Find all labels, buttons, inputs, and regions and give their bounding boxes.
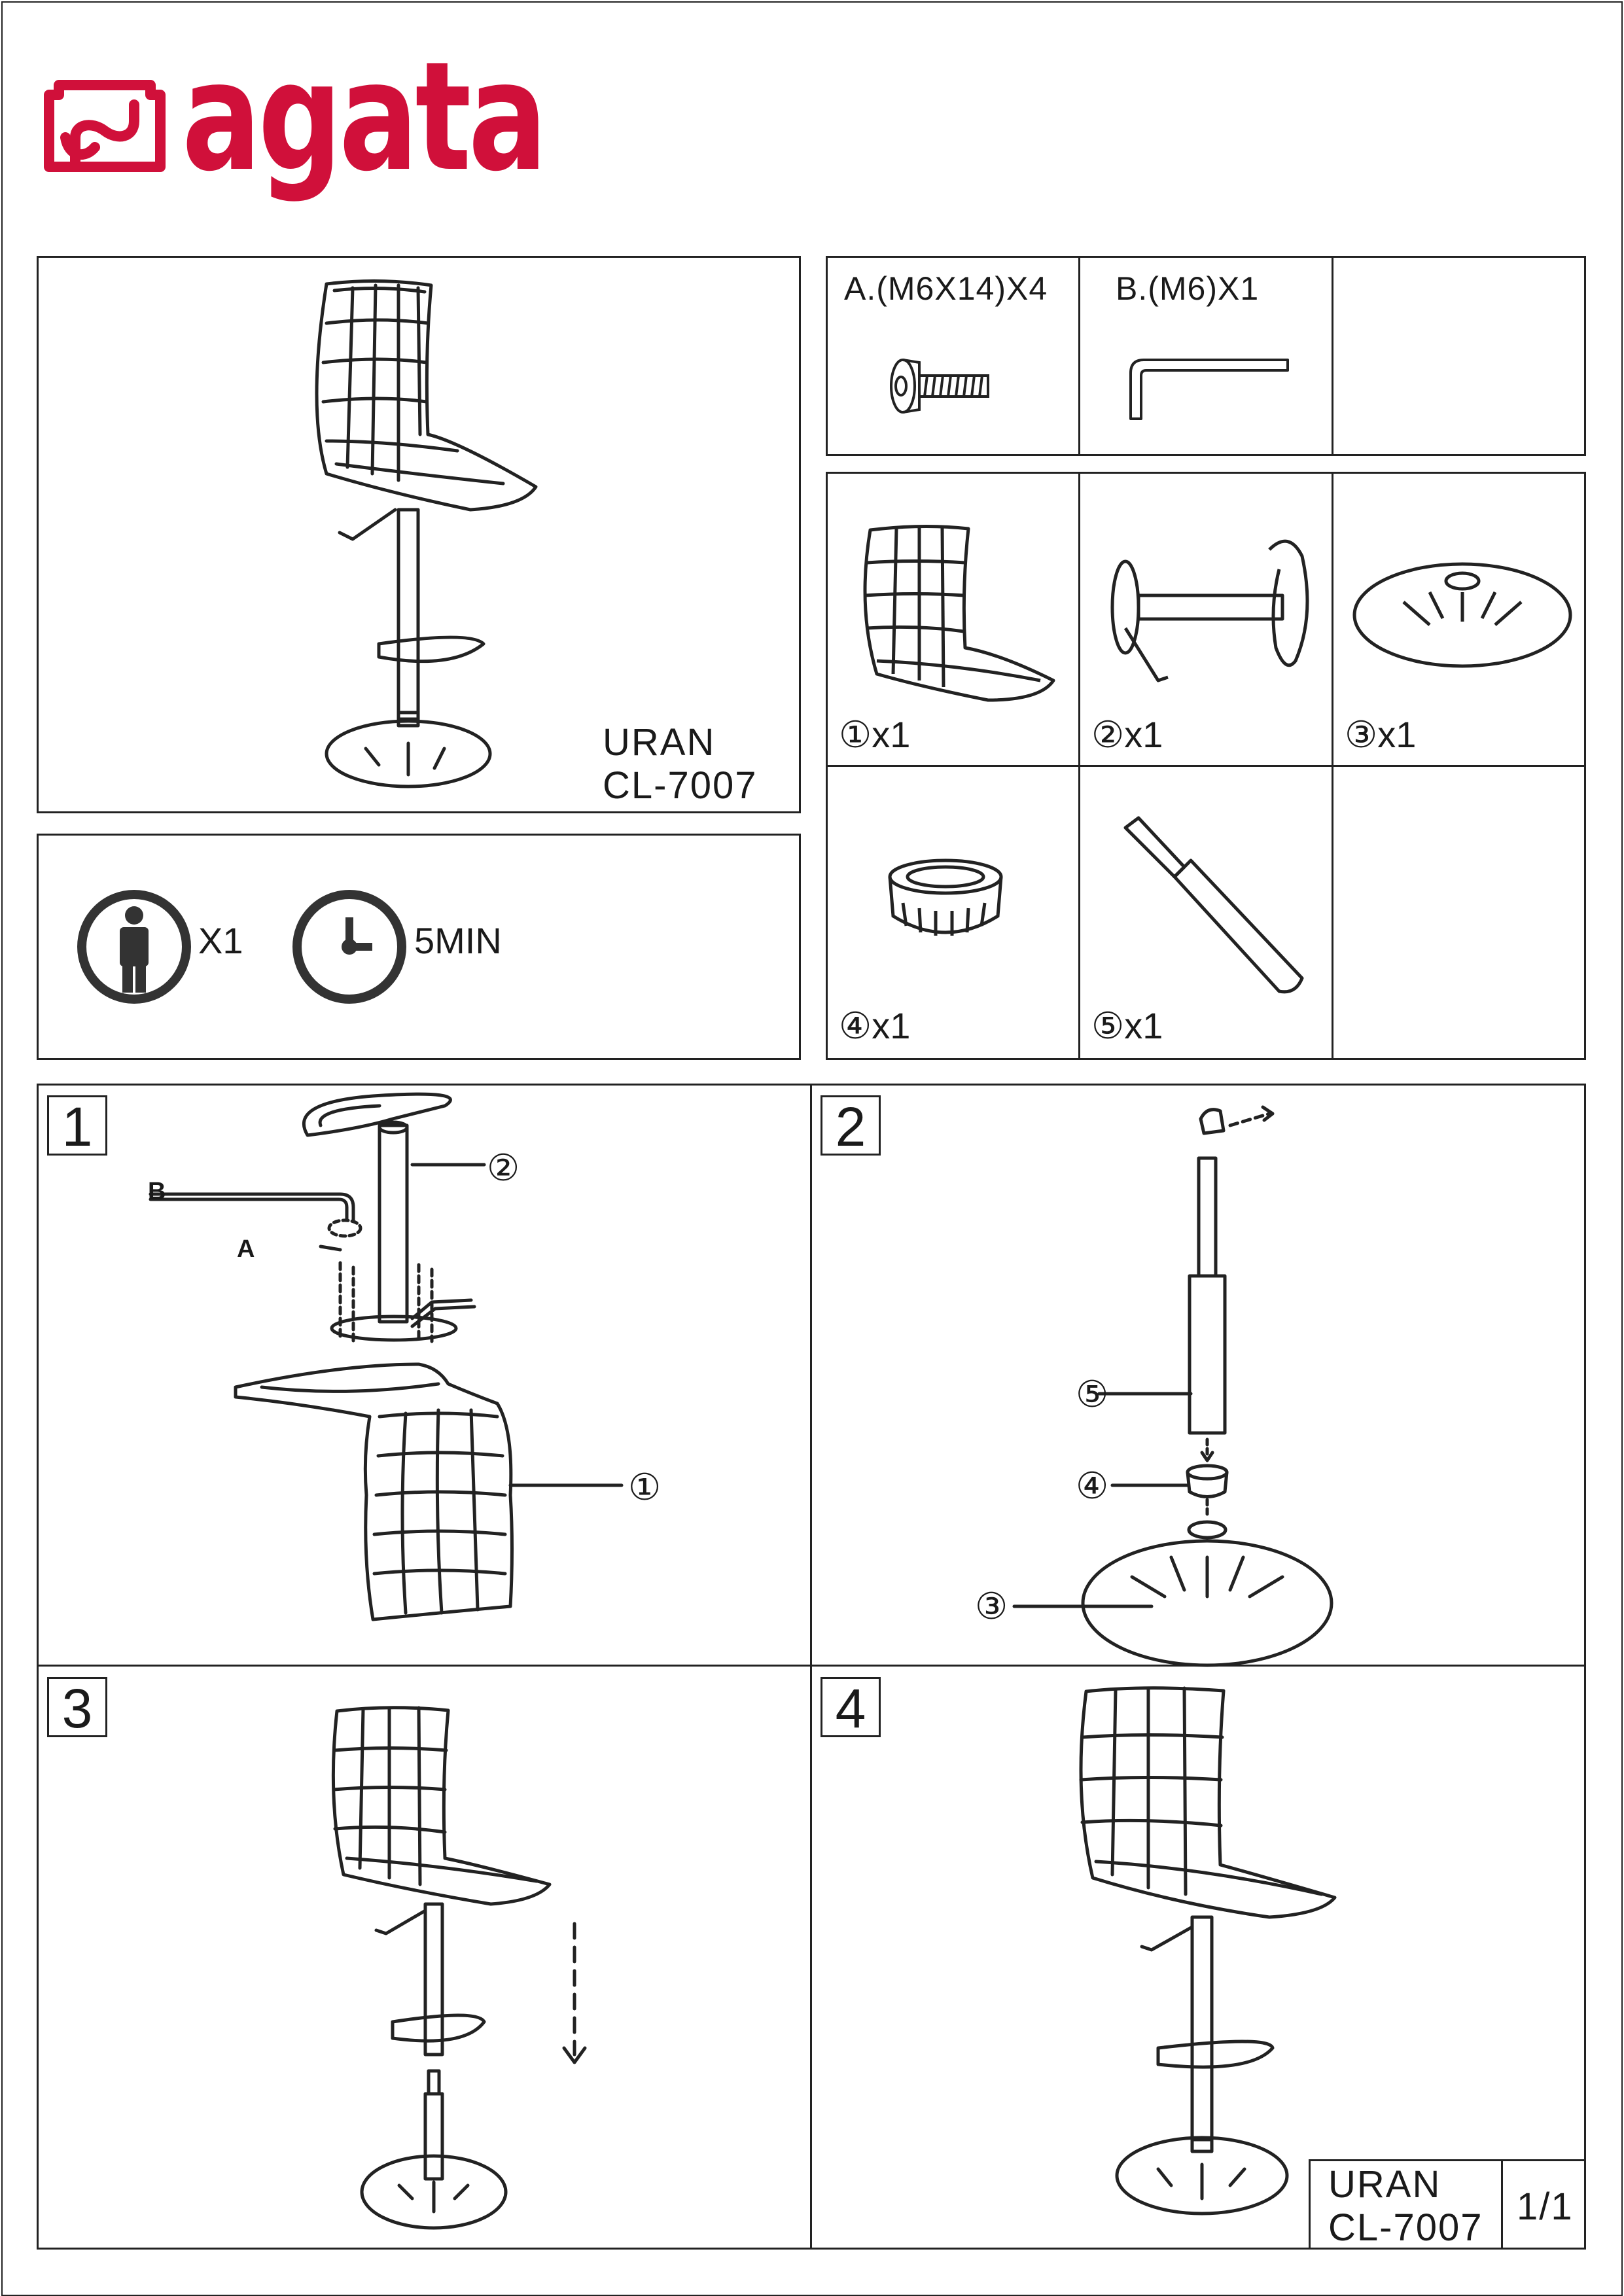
- clock-icon: [292, 890, 406, 1004]
- gas-lift-icon: [1123, 816, 1304, 994]
- seat-mechanism-icon: [1110, 539, 1309, 682]
- step-3-illustration: [331, 1706, 587, 2230]
- base-plate-icon: [1352, 562, 1572, 668]
- product-name: URAN: [603, 721, 716, 764]
- footer-model-box: [1309, 2159, 1586, 2250]
- step-2-number: 2: [821, 1095, 881, 1156]
- hardware-table: [826, 256, 1586, 456]
- step-3-number: 3: [47, 1677, 107, 1738]
- brand-name: agata: [182, 30, 548, 205]
- callout-a: A: [237, 1235, 255, 1263]
- divider: [37, 1665, 1586, 1667]
- assembly-time: 5MIN: [414, 920, 502, 961]
- bar-stool-icon: [315, 279, 538, 788]
- step-4-number: 4: [821, 1677, 881, 1738]
- step-2-illustration: [1012, 1105, 1333, 1667]
- step-4-illustration: [1079, 1686, 1337, 2216]
- callout-part-3: ③: [975, 1585, 1008, 1627]
- footer-product-name: URAN: [1328, 2163, 1441, 2206]
- hardware-b-label: B.(M6)X1: [1116, 270, 1260, 307]
- part-1-qty: ①x1: [839, 714, 911, 755]
- divider: [1078, 256, 1080, 456]
- hardware-a-label: A.(M6X14)X4: [844, 270, 1048, 307]
- persons-count: X1: [198, 920, 243, 961]
- divider: [826, 765, 1586, 767]
- product-code: CL-7007: [603, 764, 758, 807]
- part-5-qty: ⑤x1: [1091, 1005, 1163, 1046]
- step-1-illustration: [149, 1092, 624, 1621]
- callout-part-5: ⑤: [1076, 1373, 1109, 1415]
- footer-product-code: CL-7007: [1328, 2206, 1483, 2249]
- callout-b: B: [148, 1178, 166, 1205]
- callout-part-4: ④: [1076, 1465, 1109, 1506]
- seat-icon: [863, 524, 1055, 702]
- bolt-icon: [890, 359, 989, 414]
- part-2-qty: ②x1: [1091, 714, 1163, 755]
- divider: [810, 1084, 812, 2250]
- allen-key-icon: [1129, 359, 1289, 420]
- step-1-number: 1: [47, 1095, 107, 1156]
- person-icon: [77, 890, 191, 1004]
- part-4-qty: ④x1: [839, 1005, 911, 1046]
- product-overview-panel: URAN CL-7007: [37, 256, 801, 813]
- divider: [1501, 2159, 1503, 2250]
- brand-logo-icon: [44, 80, 166, 172]
- part-3-qty: ③x1: [1345, 714, 1417, 755]
- requirements-panel: X1 5MIN: [37, 834, 801, 1060]
- callout-part-2: ②: [487, 1147, 520, 1188]
- callout-part-1: ①: [628, 1466, 662, 1508]
- page-indicator: 1/1: [1517, 2185, 1574, 2228]
- divider: [1332, 256, 1333, 456]
- ring-icon: [888, 858, 1003, 936]
